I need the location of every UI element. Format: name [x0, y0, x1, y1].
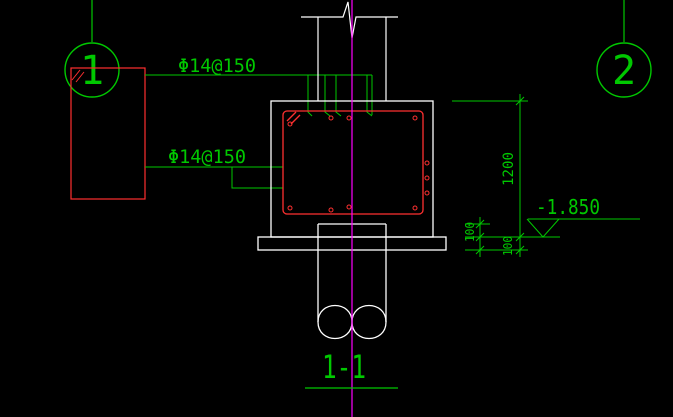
rebar-note-top: Φ14@150 [178, 55, 256, 77]
dim-height-label: 1200 [501, 152, 517, 186]
axis-label-1: 1 [80, 48, 104, 94]
rebar-detail-box [70, 67, 146, 200]
axis-bubble-1: 1 [64, 0, 120, 98]
axis-label-2: 2 [612, 48, 636, 94]
leader-lines [145, 74, 373, 189]
column-above [301, 1, 398, 101]
dimension-lines [452, 94, 528, 257]
elevation-label: -1.850 [536, 195, 600, 219]
stirrup [282, 110, 424, 215]
dim-a-label: 100 [463, 222, 477, 242]
elevation-mark [520, 218, 640, 238]
column-dowels [307, 75, 373, 117]
dim-b-label: 100 [501, 236, 515, 256]
rebar-dots [287, 115, 430, 213]
section-label: 1-1 [322, 348, 366, 386]
rebar-note-bottom: Φ14@150 [168, 146, 246, 168]
axis-bubble-2: 2 [596, 0, 652, 98]
